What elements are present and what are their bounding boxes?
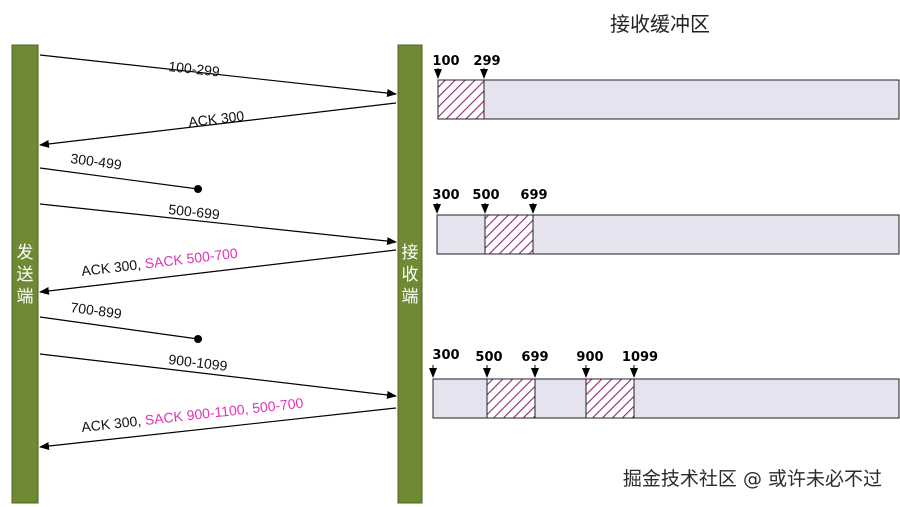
label-ack-sack-900-1100-500-700: ACK 300, SACK 900-1100, 500-700 xyxy=(81,395,305,435)
arrow-data-900-1099 xyxy=(39,353,397,399)
label-data-500-699: 500-699 xyxy=(168,201,221,222)
buffer-1-segment-100-299 xyxy=(437,79,485,120)
buffer-title: 接收缓冲区 xyxy=(610,12,710,36)
receiver-label-3: 端 xyxy=(402,287,419,307)
sender-label-1: 发 xyxy=(17,243,34,263)
buffer-3-segment-900-1099 xyxy=(585,378,635,419)
sender-label-3: 端 xyxy=(17,287,34,307)
sack-part: SACK 900-1100, 500-700 xyxy=(144,395,304,428)
buffer-3: 300 500 699 900 1099 xyxy=(429,348,900,419)
arrow-data-500-699 xyxy=(39,203,397,246)
arrow-data-100-299 xyxy=(39,54,397,97)
loss-dot-300-499 xyxy=(194,185,202,193)
buffer-1: 100 299 xyxy=(432,54,900,120)
buffer-2-marker-300: 300 xyxy=(432,188,459,203)
label-data-700-899: 700-899 xyxy=(70,299,123,322)
ack-part: ACK 300, xyxy=(81,412,146,435)
buffer-2-marker-699: 699 xyxy=(520,188,547,203)
label-data-300-499: 300-499 xyxy=(70,150,123,173)
arrow-data-700-899-lost xyxy=(39,316,199,340)
label-ack-300: ACK 300 xyxy=(187,108,245,130)
buffer-3-marker-500: 500 xyxy=(475,350,502,365)
label-data-100-299: 100-299 xyxy=(168,58,221,79)
sack-part: SACK 500-700 xyxy=(144,245,239,272)
label-data-900-1099: 900-1099 xyxy=(168,351,229,374)
buffer-2-marker-500: 500 xyxy=(472,188,499,203)
loss-dot-700-899 xyxy=(194,335,202,343)
receiver-label-2: 收 xyxy=(402,265,419,285)
buffer-2-segment-500-699 xyxy=(484,214,534,255)
buffer-2: 300 500 699 xyxy=(432,188,900,255)
sender-bar xyxy=(11,44,39,504)
arrow-data-300-499-lost xyxy=(39,167,199,190)
buffer-3-marker-900: 900 xyxy=(576,350,603,365)
arrow-ack-sack-900-1100-500-700 xyxy=(39,407,397,450)
buffer-1-marker-299: 299 xyxy=(473,54,500,69)
watermark: 掘金技术社区 @ 或许未必不过 xyxy=(623,468,882,490)
sender-label-2: 送 xyxy=(17,265,34,285)
buffer-1-marker-100: 100 xyxy=(432,54,459,69)
ack-part: ACK 300, xyxy=(80,256,145,279)
buffer-3-marker-1099: 1099 xyxy=(622,350,658,365)
buffer-3-marker-699: 699 xyxy=(521,350,548,365)
receiver-bar xyxy=(397,44,423,504)
buffer-3-marker-300: 300 xyxy=(432,348,459,363)
buffer-1-body xyxy=(437,79,900,120)
receiver-label-1: 接 xyxy=(402,243,419,263)
arrow-ack-300 xyxy=(39,102,397,148)
buffer-3-segment-500-699 xyxy=(486,378,536,419)
arrow-ack-sack-500-700 xyxy=(39,249,397,295)
label-ack-sack-500-700: ACK 300, SACK 500-700 xyxy=(80,245,238,279)
